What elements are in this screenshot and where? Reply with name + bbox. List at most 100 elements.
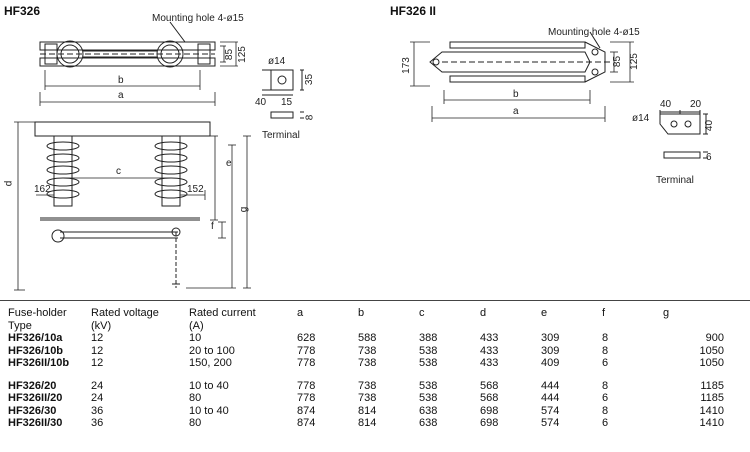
header-c: c (419, 307, 425, 319)
table-cell: 738 (358, 392, 377, 404)
table-cell: 8 (602, 332, 609, 344)
table-cell: 538 (419, 344, 438, 357)
hf326-terminal-detail (262, 69, 304, 119)
header-a: a (297, 307, 304, 319)
header-type-line2: Type (8, 319, 32, 332)
table-cell: 778 (297, 379, 316, 392)
table-cell: 588 (358, 332, 377, 344)
header-g: g (663, 307, 670, 319)
hf326-terminal-hole: ø14 (268, 56, 286, 67)
table-cell: 10 to 40 (189, 404, 229, 417)
right-drawing-title: HF326 II (390, 4, 437, 18)
table-cell: 900 (705, 332, 724, 344)
hf326-terminal-dim-40: 40 (255, 97, 267, 108)
table-cell: 1410 (699, 417, 724, 429)
left-drawing-title: HF326 (4, 4, 41, 18)
hf326-dim-a: a (118, 90, 124, 101)
hf326ii-terminal-dim-20: 20 (690, 99, 702, 110)
table-cell: 24 (91, 379, 104, 392)
table-cell: 433 (480, 357, 499, 369)
table-cell: 574 (541, 404, 560, 417)
table-cell: 568 (480, 379, 499, 392)
table-cell: 444 (541, 392, 560, 404)
hf326ii-dim-125: 125 (628, 53, 640, 70)
hf326-dim-c: c (116, 166, 121, 177)
fuse-holder-type: HF326/20 (8, 379, 57, 392)
table-cell: 1050 (699, 357, 724, 369)
spec-table-header-row-2: Type (kV) (A) (8, 320, 724, 333)
header-d: d (480, 307, 487, 319)
hf326ii-terminal-dim-40b: 40 (704, 119, 716, 132)
table-cell: 20 to 100 (189, 344, 235, 357)
technical-drawing (14, 21, 708, 291)
fuse-holder-type: HF326II/10b (8, 357, 70, 369)
table-cell: 538 (419, 392, 438, 404)
header-type-line1: Fuse-holder (8, 307, 67, 319)
table-cell: 444 (541, 379, 560, 392)
table-cell: 309 (541, 332, 560, 344)
fuse-holder-type: HF326/10b (8, 344, 64, 357)
hf326-side-dimensions (14, 121, 251, 291)
hf326ii-terminal-caption: Terminal (656, 175, 694, 186)
table-cell: 12 (91, 357, 104, 369)
table-cell: 1050 (699, 344, 724, 357)
hf326-dim-125: 125 (236, 46, 248, 63)
table-cell: 1185 (700, 379, 724, 392)
hf326-dim-d: d (3, 180, 15, 187)
spec-table-header-row-1: Fuse-holder Rated voltage Rated current … (8, 307, 724, 320)
spec-table: Fuse-holder Rated voltage Rated current … (8, 307, 724, 430)
header-voltage-line2: (kV) (91, 319, 112, 332)
table-cell: 6 (602, 357, 609, 369)
table-cell: 1410 (699, 404, 724, 417)
table-cell: 309 (541, 344, 560, 357)
table-cell: 8 (602, 344, 609, 357)
table-cell: 12 (91, 332, 104, 344)
spec-table-spacer (8, 370, 724, 380)
hf326ii-mounting-hole-label: Mounting hole 4-ø15 (548, 27, 640, 38)
hf326-top-dimensions (39, 41, 238, 106)
table-cell: 574 (541, 417, 560, 429)
hf326ii-terminal-hole: ø14 (632, 113, 650, 124)
table-cell: 874 (297, 404, 316, 417)
hf326-top-view (39, 21, 216, 68)
table-cell: 36 (91, 404, 104, 417)
hf326-terminal-dim-15: 15 (281, 97, 293, 108)
fuse-holder-type: HF326II/20 (8, 392, 63, 404)
hf326-dim-g: g (238, 206, 250, 213)
table-cell: 638 (419, 417, 438, 429)
table-cell: 433 (480, 332, 499, 344)
table-cell: 698 (480, 404, 499, 417)
table-cell: 778 (297, 344, 316, 357)
hf326-dim-152: 152 (187, 184, 204, 195)
fuse-holder-type: HF326II/30 (8, 417, 63, 429)
table-cell: 80 (189, 392, 202, 404)
table-cell: 10 to 40 (189, 379, 229, 392)
table-cell: 80 (189, 417, 202, 429)
table-cell: 1185 (700, 392, 724, 404)
table-cell: 12 (91, 344, 104, 357)
table-cell: 874 (297, 417, 316, 429)
table-cell: 738 (358, 344, 377, 357)
table-cell: 409 (541, 357, 560, 369)
hf326-terminal-dim-35: 35 (304, 73, 316, 86)
fuse-holder-type: HF326/10a (8, 332, 63, 344)
hf326-dim-b: b (118, 75, 124, 86)
table-cell: 6 (602, 392, 609, 404)
table-cell: 8 (602, 404, 609, 417)
header-current-line2: (A) (189, 319, 204, 332)
hf326ii-terminal-detail (659, 110, 708, 159)
table-cell: 8 (602, 379, 609, 392)
table-cell: 36 (91, 417, 104, 429)
table-cell: 814 (358, 404, 377, 417)
table-cell: 150, 200 (189, 357, 232, 369)
hf326-dim-f: f (211, 221, 214, 232)
hf326ii-dim-b: b (513, 89, 519, 100)
table-cell: 698 (480, 417, 499, 429)
header-voltage-line1: Rated voltage (91, 307, 159, 319)
